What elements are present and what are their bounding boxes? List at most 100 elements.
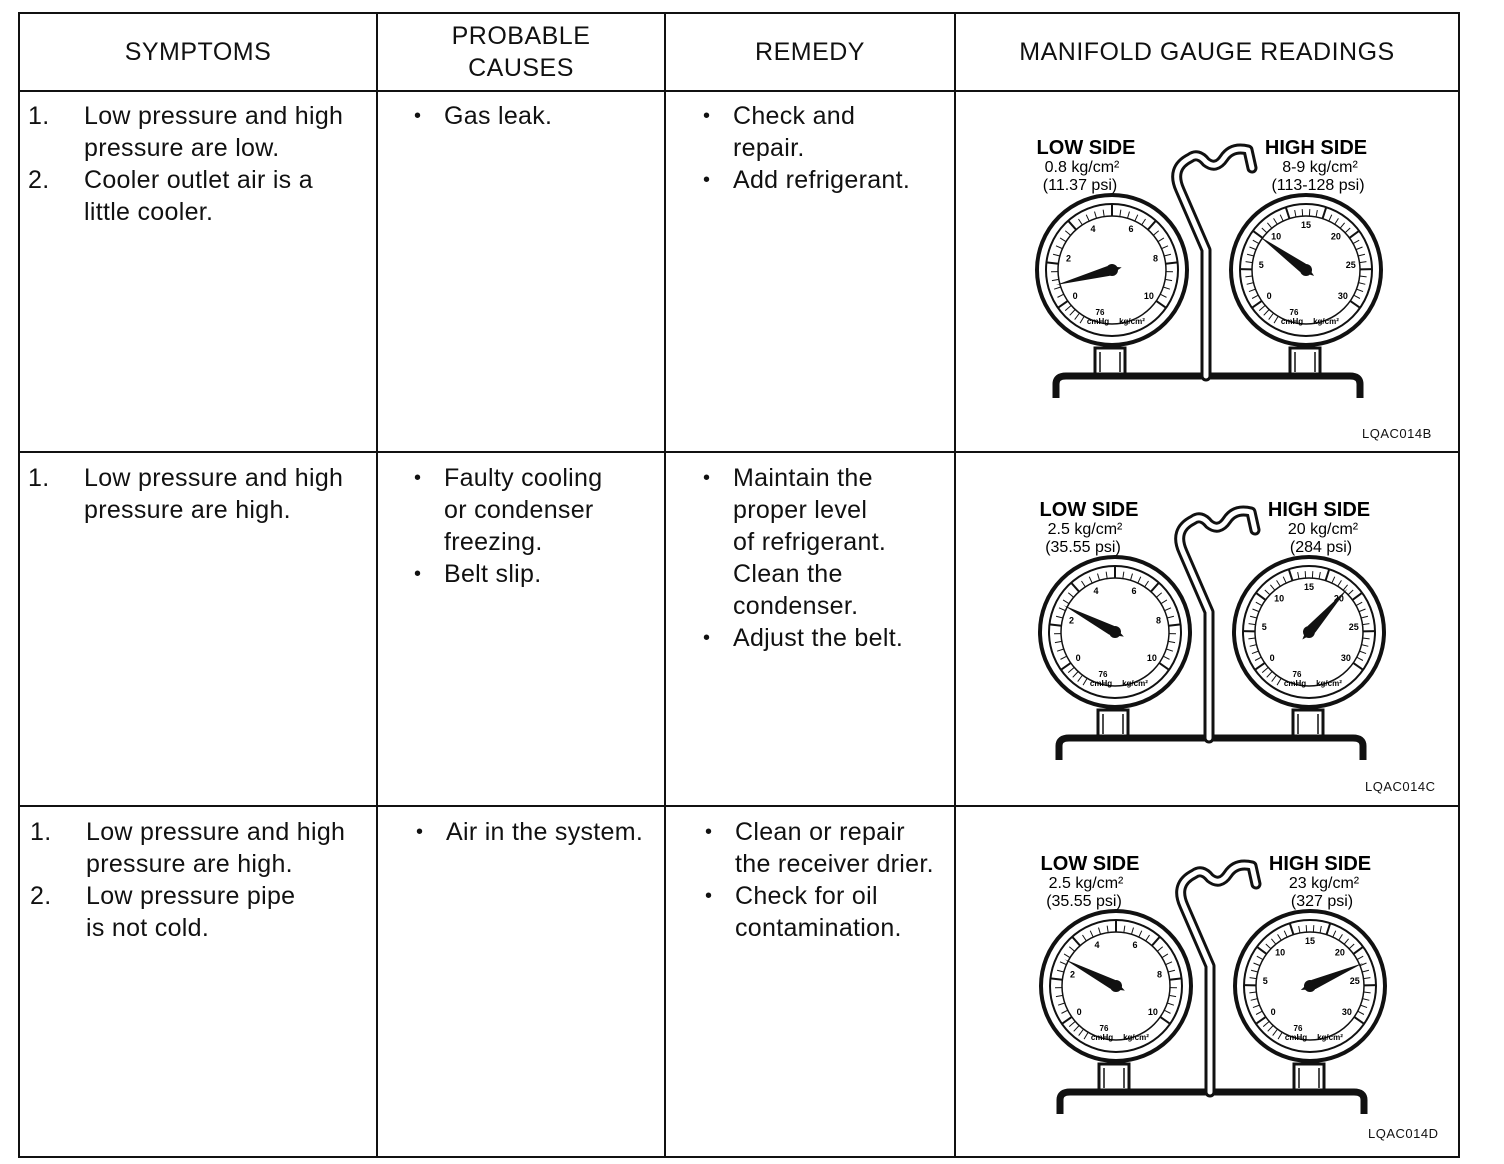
- high-vacuum-unit: cmHg: [1285, 1033, 1307, 1042]
- low-vacuum-tick: [1068, 1021, 1076, 1028]
- high-pressure-unit: kg/cm²: [1316, 679, 1342, 688]
- high-gauge-tick: [1325, 922, 1332, 935]
- low-gauge-tick: [1058, 607, 1066, 612]
- low-vacuum-unit: 76: [1096, 308, 1105, 317]
- bullet: •: [703, 105, 711, 127]
- high-pressure-unit: kg/cm²: [1317, 1033, 1343, 1042]
- remedy-text: Check for oil contamination.: [735, 882, 902, 942]
- bullet: •: [414, 563, 422, 585]
- low-tick-label: 8: [1157, 969, 1162, 979]
- high-tick-label: 0: [1271, 1007, 1276, 1017]
- low-gauge-tick: [1055, 994, 1063, 998]
- remedy-text: Clean or repair the receiver drier.: [735, 818, 934, 878]
- low-vacuum-tick: [1073, 1025, 1080, 1032]
- high-gauge-tick: [1358, 253, 1366, 257]
- high-gauge-tick: [1358, 282, 1366, 285]
- high-gauge-tick: [1261, 227, 1268, 234]
- low-gauge-tick: [1060, 655, 1067, 660]
- high-tick-label: 5: [1262, 622, 1267, 632]
- high-gauge-tick: [1319, 925, 1322, 934]
- low-tick-label: 2: [1070, 969, 1075, 979]
- low-gauge-tick: [1055, 245, 1063, 250]
- high-gauge-tick: [1328, 214, 1333, 222]
- low-gauge-tick: [1147, 220, 1157, 231]
- high-gauge-tick: [1252, 239, 1260, 245]
- low-gauge-tick: [1157, 237, 1165, 243]
- low-gauge-needle: [1064, 959, 1125, 991]
- high-side-value: 8-9 kg/cm²: [1282, 159, 1358, 176]
- high-gauge-tick: [1279, 214, 1284, 222]
- low-vacuum-tick: [1083, 1032, 1089, 1040]
- high-gauge-tick: [1255, 592, 1267, 601]
- high-gauge-tick: [1248, 623, 1256, 626]
- high-gauge-tick: [1321, 206, 1328, 219]
- low-pressure-unit: kg/cm²: [1123, 1033, 1149, 1042]
- low-vacuum-tick: [1064, 305, 1072, 312]
- manifold-hanger-tube-inner: [1174, 146, 1255, 379]
- row-divider: [18, 451, 1460, 453]
- low-needle-hub: [1110, 980, 1122, 992]
- symptoms-cell: 1.Low pressure and high pressure are hig…: [30, 816, 375, 944]
- high-gauge-tick: [1297, 571, 1300, 580]
- remedy-text: Adjust the belt.: [733, 624, 904, 652]
- symptom-item: 2.Low pressure pipe is not cold.: [30, 880, 375, 944]
- low-gauge-tick: [1082, 934, 1087, 942]
- low-gauge-tick: [1169, 977, 1182, 981]
- high-gauge-tick: [1360, 1004, 1368, 1009]
- cause-text: Faulty cooling or condenser freezing.: [444, 464, 603, 556]
- high-gauge-tick: [1294, 209, 1297, 218]
- symptom-text: Low pressure and high pressure are high.: [84, 464, 344, 524]
- low-gauge-tick: [1057, 1002, 1065, 1006]
- low-gauge-tick: [1046, 261, 1059, 265]
- remedy-text: Add refrigerant.: [733, 166, 911, 194]
- low-needle-hub: [1109, 626, 1121, 638]
- low-tick-label: 6: [1132, 586, 1137, 596]
- high-gauge-tick: [1282, 576, 1287, 584]
- low-gauge-tick: [1161, 245, 1169, 250]
- low-gauge-tick: [1122, 571, 1125, 579]
- low-gauge-tick: [1060, 662, 1072, 671]
- high-gauge-tick: [1277, 934, 1282, 941]
- high-gauge-tick: [1254, 656, 1262, 661]
- low-gauge-tick: [1160, 599, 1168, 605]
- high-gauge-tick: [1356, 656, 1364, 661]
- high-tick-label: 25: [1346, 260, 1356, 270]
- high-gauge-tick: [1246, 253, 1254, 257]
- low-gauge-tick: [1144, 580, 1149, 588]
- high-vacuum-tick: [1268, 312, 1274, 320]
- low-gauge-tick: [1166, 648, 1174, 652]
- high-tick-label: 30: [1341, 653, 1351, 663]
- high-gauge-tick: [1246, 282, 1254, 285]
- low-gauge-tick: [1138, 930, 1143, 938]
- high-gauge-tick: [1254, 662, 1266, 671]
- high-gauge-tick: [1363, 977, 1371, 980]
- symptom-text: Cooler outlet air is a little cooler.: [84, 166, 313, 226]
- low-side-value: 0.8 kg/cm²: [1045, 159, 1120, 176]
- low-gauge-tick: [1078, 218, 1083, 226]
- high-gauge-tick: [1253, 962, 1261, 967]
- high-gauge-tick: [1284, 206, 1291, 219]
- low-gauge-tick: [1061, 1016, 1073, 1025]
- bullet: •: [416, 821, 424, 843]
- high-gauge-tick: [1339, 222, 1346, 229]
- high-side-psi: (327 psi): [1291, 893, 1353, 910]
- high-gauge-tick: [1324, 568, 1331, 581]
- item-number: 2.: [28, 166, 50, 194]
- symptom-item: 1.Low pressure and high pressure are low…: [28, 100, 373, 164]
- symptom-text: Low pressure pipe is not cold.: [86, 882, 296, 942]
- low-vacuum-tick: [1069, 309, 1076, 316]
- high-gauge-tick: [1287, 568, 1294, 581]
- high-tick-label: 10: [1275, 947, 1285, 957]
- figure-code: LQAC014D: [1368, 1126, 1439, 1141]
- low-gauge-tick: [1050, 977, 1063, 981]
- high-gauge-tick: [1252, 608, 1260, 613]
- low-gauge-tick: [1081, 580, 1086, 588]
- low-gauge-tick: [1150, 582, 1160, 593]
- high-vacuum-tick: [1271, 674, 1277, 682]
- bullet: •: [705, 885, 713, 907]
- high-tick-label: 15: [1304, 582, 1314, 592]
- high-gauge-tick: [1249, 246, 1257, 251]
- low-gauge-tick: [1156, 592, 1163, 598]
